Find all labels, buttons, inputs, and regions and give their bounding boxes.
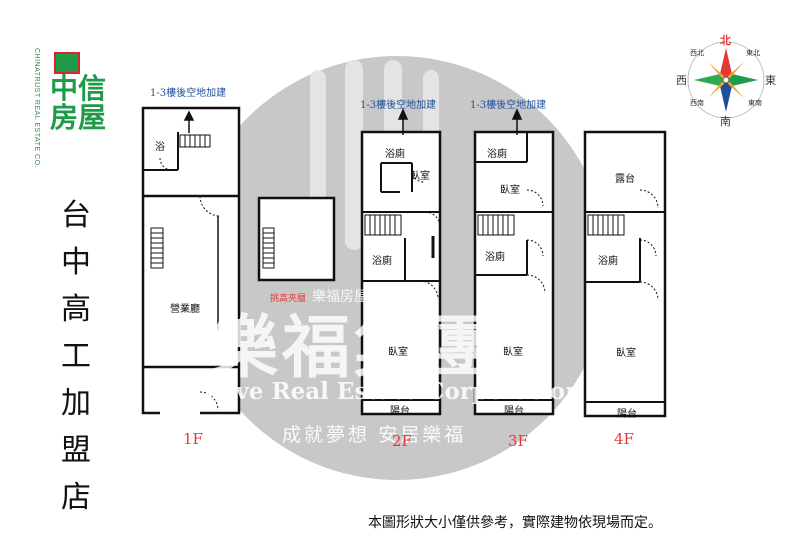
room-2f-bedroom-2: 臥室 — [388, 347, 408, 358]
room-3f-bedroom-2: 臥室 — [503, 347, 523, 358]
room-4f-bedroom: 臥室 — [616, 348, 636, 359]
compass-south: 南 — [720, 115, 731, 128]
room-3f-bath-2: 浴廁 — [485, 252, 505, 263]
plan-4f — [583, 130, 667, 418]
note-rear-addition-3f: 1-3樓後空地加建 — [470, 100, 547, 111]
compass-east: 東 — [765, 74, 776, 87]
room-4f-bath: 浴廁 — [598, 256, 618, 267]
walls-4f — [585, 211, 665, 403]
stairs-2f — [364, 214, 402, 236]
arrows — [183, 108, 523, 135]
brand-english-name: CHINATRUST REAL ESTATE CO. — [33, 48, 40, 168]
watermark-group-name: 樂福集團 — [210, 308, 499, 388]
store-name: 台中高工加盟店 — [61, 198, 91, 515]
room-3f-balcony: 陽台 — [504, 406, 524, 417]
watermark-small-text: 樂福房屋 — [312, 289, 368, 305]
room-4f-terrace: 露台 — [615, 174, 635, 185]
room-2f-bath-1: 浴廁 — [385, 149, 405, 160]
compass-northwest: 西北 — [690, 49, 704, 57]
disclaimer-footer: 本圖形狀大小僅供參考，實際建物依現場而定。 — [368, 515, 662, 531]
room-3f-bedroom-1: 臥室 — [500, 185, 520, 196]
room-3f-bath-1: 浴廁 — [487, 149, 507, 160]
brand-name: 中信房屋 — [50, 72, 107, 134]
doors-1f — [159, 157, 221, 411]
plan-3f — [473, 130, 555, 416]
stairs-3f — [477, 214, 515, 236]
floor-label-2f: 2F — [392, 432, 412, 450]
compass-northeast: 東北 — [746, 49, 760, 57]
mezzanine-label: 挑高夾層 — [270, 294, 307, 304]
room-1f-bath: 浴 — [155, 142, 165, 153]
room-2f-bath-2: 浴廁 — [372, 256, 392, 267]
floor-label-3f: 3F — [508, 432, 528, 450]
room-2f-balcony: 陽台 — [390, 406, 410, 417]
stairs-1f-top — [179, 134, 211, 148]
compass-southwest: 西南 — [690, 99, 704, 107]
room-1f-business-hall: 營業廳 — [170, 304, 200, 315]
watermark-slogan: 成就夢想 安居樂福 — [282, 425, 467, 446]
stairs-mezz — [262, 227, 275, 269]
compass-north: 北 — [720, 34, 731, 47]
brand-logo-icon — [54, 52, 80, 74]
floor-label-4f: 4F — [614, 430, 634, 448]
compass-southeast: 東南 — [748, 99, 762, 107]
room-2f-bedroom-1: 臥室 — [410, 171, 430, 182]
stairs-4f — [587, 214, 625, 236]
compass-west: 西 — [676, 74, 687, 87]
plan-2f — [360, 130, 442, 416]
note-rear-addition-1f: 1-3樓後空地加建 — [150, 88, 227, 99]
compass-rose-icon — [687, 41, 765, 119]
walls-3f — [475, 132, 553, 401]
doors-2f — [411, 169, 441, 300]
room-4f-balcony: 陽台 — [617, 409, 637, 420]
watermark-english: Love Real Estate Corporation — [204, 378, 582, 405]
note-rear-addition-2f: 1-3樓後空地加建 — [360, 100, 437, 111]
walls-2f — [362, 162, 440, 401]
doors-4f — [639, 189, 659, 301]
stairs-1f-main — [150, 227, 164, 269]
floor-label-1f: 1F — [183, 430, 203, 448]
doors-3f — [526, 189, 546, 294]
